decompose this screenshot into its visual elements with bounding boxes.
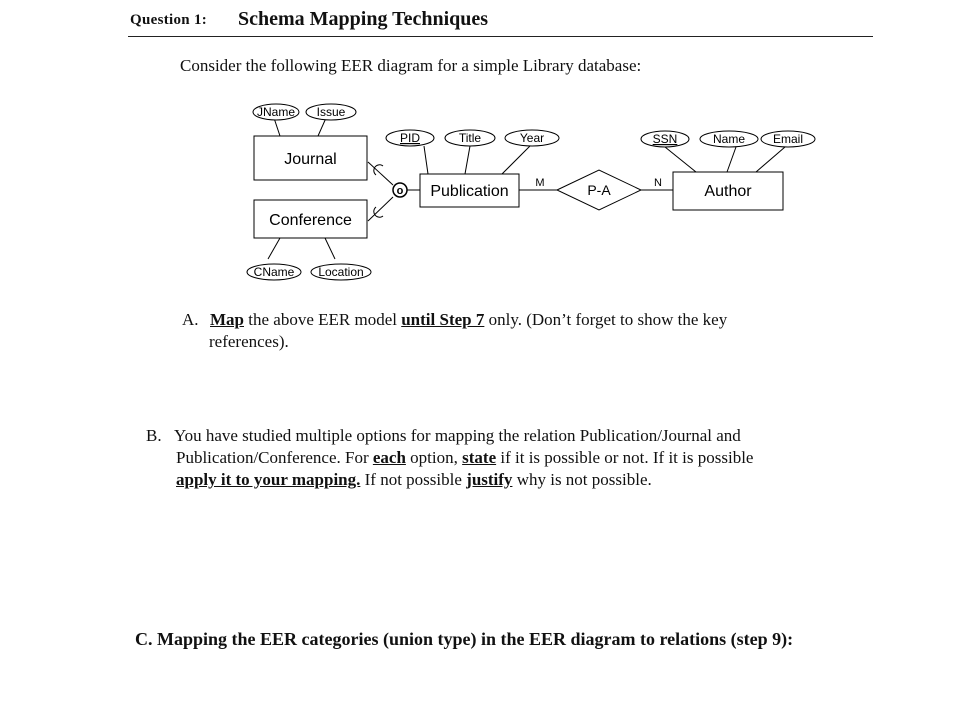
attribute-pid: PID bbox=[385, 129, 435, 147]
svg-text:Year: Year bbox=[520, 131, 544, 145]
svg-text:Location: Location bbox=[318, 265, 363, 279]
entity-publication: Publication bbox=[419, 173, 520, 208]
relationship-p-a: P-A bbox=[555, 169, 643, 211]
part-b-line1: You have studied multiple options for ma… bbox=[174, 426, 741, 445]
part-b: B. You have studied multiple options for … bbox=[146, 425, 891, 491]
question-title: Schema Mapping Techniques bbox=[238, 8, 489, 30]
entity-conference: Conference bbox=[253, 199, 368, 239]
state-emphasis: state bbox=[462, 448, 497, 467]
part-a: A.Map the above EER model until Step 7 o… bbox=[182, 309, 872, 353]
entity-journal: Journal bbox=[253, 135, 368, 181]
part-c: C. Mapping the EER categories (union typ… bbox=[135, 629, 794, 649]
cardinality-m: M bbox=[535, 177, 544, 189]
attribute-location: Location bbox=[310, 263, 372, 281]
part-a-label: A. bbox=[182, 310, 199, 329]
svg-text:Issue: Issue bbox=[317, 105, 346, 119]
map-emphasis: Map bbox=[210, 310, 244, 329]
entity-author: Author bbox=[672, 171, 784, 211]
entity-publication-label: Publication bbox=[430, 183, 508, 200]
attribute-title: Title bbox=[444, 129, 496, 147]
attribute-year: Year bbox=[504, 129, 560, 147]
justify-emphasis: justify bbox=[466, 470, 513, 489]
eer-diagram: Journal Conference Publication Author P-… bbox=[246, 103, 816, 281]
entity-author-label: Author bbox=[704, 183, 752, 200]
intro-text: Consider the following EER diagram for a… bbox=[180, 56, 642, 75]
attribute-jname: JName bbox=[252, 103, 300, 121]
each-emphasis: each bbox=[372, 448, 406, 467]
relationship-label: P-A bbox=[587, 182, 611, 198]
attribute-issue: Issue bbox=[305, 103, 357, 121]
apply-emphasis: apply it to your mapping. bbox=[176, 470, 361, 489]
until-step-emphasis: until Step 7 bbox=[401, 310, 485, 329]
question-header: Question 1: Schema Mapping Techniques bbox=[128, 6, 873, 37]
attribute-cname: CName bbox=[246, 263, 302, 281]
svg-text:PID: PID bbox=[400, 131, 420, 145]
part-b-line3: apply it to your mapping. If not possibl… bbox=[176, 470, 652, 489]
part-b-line2: Publication/Conference. For each option,… bbox=[176, 448, 754, 467]
svg-text:JName: JName bbox=[257, 105, 295, 119]
entity-journal-label: Journal bbox=[284, 151, 336, 168]
svg-text:CName: CName bbox=[254, 265, 295, 279]
disjointness-label: o bbox=[397, 185, 404, 197]
question-number: Question 1: bbox=[130, 12, 208, 28]
entity-conference-label: Conference bbox=[269, 212, 352, 229]
attribute-email: Email bbox=[760, 130, 816, 148]
svg-text:Email: Email bbox=[773, 132, 803, 146]
disjointness-circle: o bbox=[392, 182, 408, 198]
part-a-line2: references). bbox=[209, 332, 289, 351]
cardinality-n: N bbox=[654, 177, 662, 189]
svg-text:Name: Name bbox=[713, 132, 745, 146]
attribute-name: Name bbox=[699, 130, 759, 148]
part-b-label: B. bbox=[146, 426, 162, 445]
svg-text:SSN: SSN bbox=[653, 132, 678, 146]
attribute-ssn: SSN bbox=[640, 130, 690, 148]
svg-text:Title: Title bbox=[459, 131, 482, 145]
